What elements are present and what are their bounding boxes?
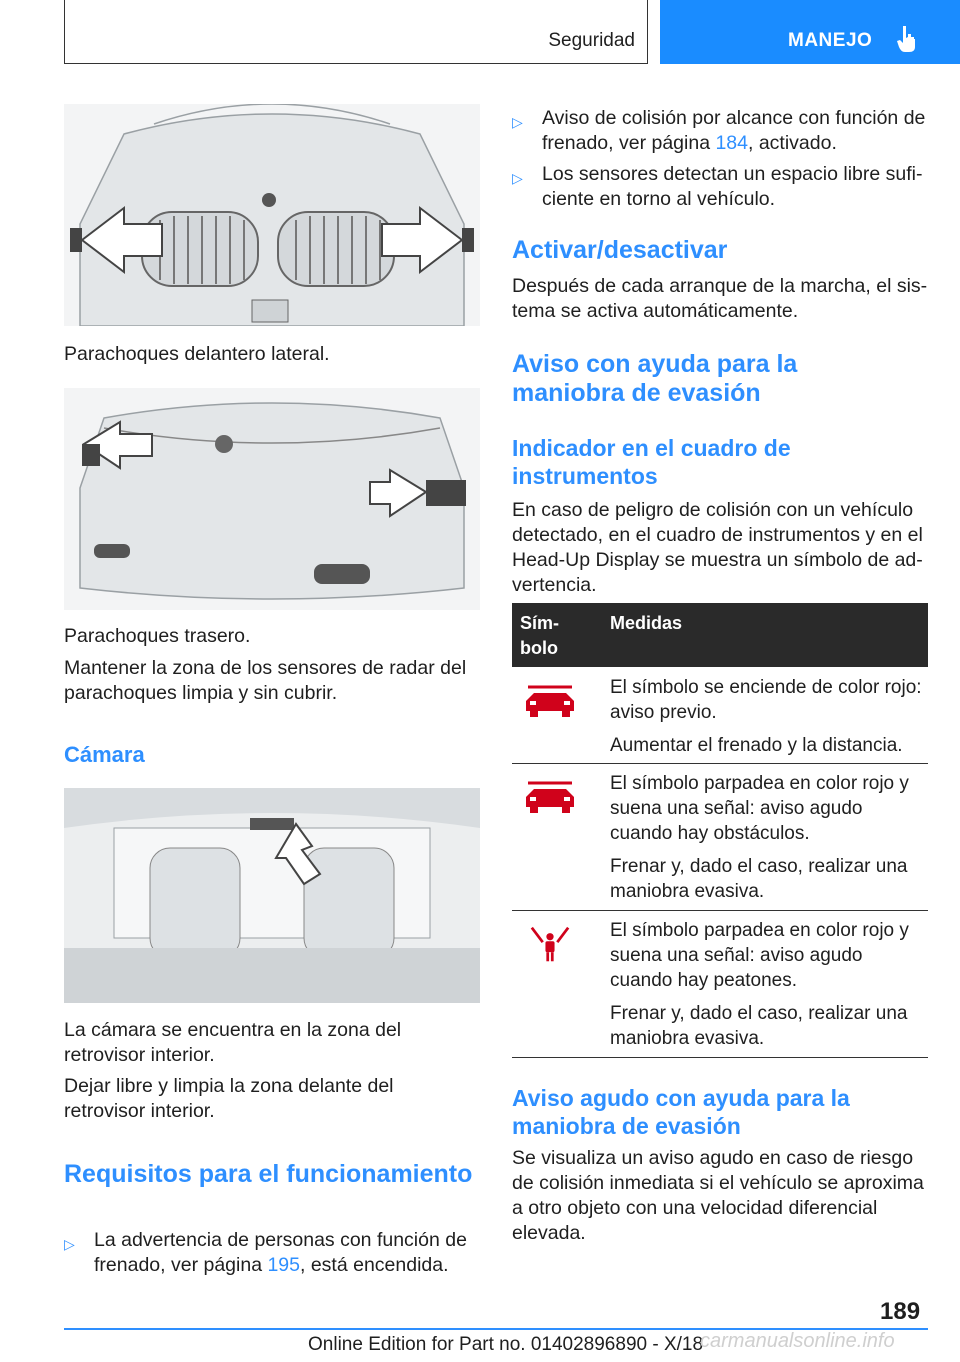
table-cell-text: El símbolo se enciende de color rojo: av… bbox=[610, 677, 922, 723]
header-section-title: Seguridad bbox=[548, 30, 635, 51]
table-row: El símbolo parpadea en color rojo y suen… bbox=[512, 763, 928, 911]
footer-edition: Online Edition for Part no. 01402896890 … bbox=[308, 1334, 704, 1355]
header-section-box: Seguridad bbox=[64, 0, 648, 64]
requirements-heading: Requisitos para el funcionamiento bbox=[64, 1160, 473, 1188]
caption-rear-bumper: Parachoques trasero. bbox=[64, 625, 251, 647]
bullet-triangle-icon: ▷ bbox=[512, 114, 523, 130]
header-chapter-tab: MANEJO bbox=[660, 0, 960, 64]
bullet-triangle-icon: ▷ bbox=[64, 1236, 75, 1252]
table-header-symbol: Sím­bolo bbox=[520, 613, 560, 658]
footer-rule bbox=[64, 1328, 928, 1330]
car-warning-icon bbox=[526, 685, 574, 717]
front-bumper-figure bbox=[64, 104, 480, 326]
bullet-triangle-icon: ▷ bbox=[512, 170, 523, 186]
table-cell-text: Aumentar el frenado y la distancia. bbox=[610, 735, 903, 756]
table-row: El símbolo se enciende de color rojo: av… bbox=[512, 667, 928, 764]
camera-paragraph-1: La cámara se encuentra en la zona del re… bbox=[64, 1019, 402, 1066]
evasion-heading: Aviso con ayuda para la maniobra de evas… bbox=[512, 350, 798, 407]
activate-paragraph: Después de cada arranque de la marcha, e… bbox=[512, 275, 928, 322]
rear-bumper-figure bbox=[64, 388, 480, 610]
hand-pointer-icon bbox=[897, 26, 915, 52]
list-item: ▷ Los sensores detectan un espacio libre… bbox=[512, 163, 923, 210]
table-header-measures: Medidas bbox=[610, 613, 683, 633]
list-item: ▷ La advertencia de personas con función… bbox=[64, 1229, 467, 1276]
page-link-184[interactable]: 184 bbox=[715, 132, 748, 154]
watermark: carmanualsonline.info bbox=[700, 1330, 895, 1352]
page-number: 189 bbox=[880, 1298, 921, 1325]
bumper-paragraph: Mantener la zona de los sensores de rada… bbox=[64, 657, 467, 704]
pedestrian-warning-icon bbox=[530, 926, 570, 962]
camera-figure bbox=[64, 788, 480, 1003]
table-cell-text: Frenar y, dado el caso, realizar una man… bbox=[610, 1003, 908, 1049]
indicator-heading: Indicador en el cuadro de instrumentos bbox=[512, 435, 791, 489]
table-cell-text: Frenar y, dado el caso, realizar una man… bbox=[610, 856, 908, 902]
caption-front-bumper: Parachoques delantero lateral. bbox=[64, 343, 330, 365]
camera-paragraph-2: Dejar libre y limpia la zona delante del… bbox=[64, 1075, 394, 1122]
list-item: ▷ Aviso de colisión por alcance con func… bbox=[512, 107, 926, 154]
table-header: Sím­bolo Medidas bbox=[512, 603, 928, 667]
indicator-paragraph: En caso de peligro de colisión con un ve… bbox=[512, 499, 923, 596]
table-cell-text: El símbolo parpadea en color rojo y suen… bbox=[610, 920, 909, 991]
acute-warning-paragraph: Se visualiza un aviso agudo en caso de r… bbox=[512, 1147, 924, 1244]
table-cell-text: El símbolo parpadea en color rojo y suen… bbox=[610, 773, 909, 844]
car-warning-icon bbox=[526, 781, 574, 813]
camera-heading: Cámara bbox=[64, 742, 145, 767]
acute-warning-heading: Aviso agudo con ayuda para la maniobra d… bbox=[512, 1085, 850, 1139]
page-link-195[interactable]: 195 bbox=[267, 1254, 300, 1276]
header-chapter-title: MANEJO bbox=[788, 30, 873, 51]
table-row: El símbolo parpadea en color rojo y suen… bbox=[512, 910, 928, 1058]
activate-heading: Activar/desactivar bbox=[512, 236, 728, 264]
